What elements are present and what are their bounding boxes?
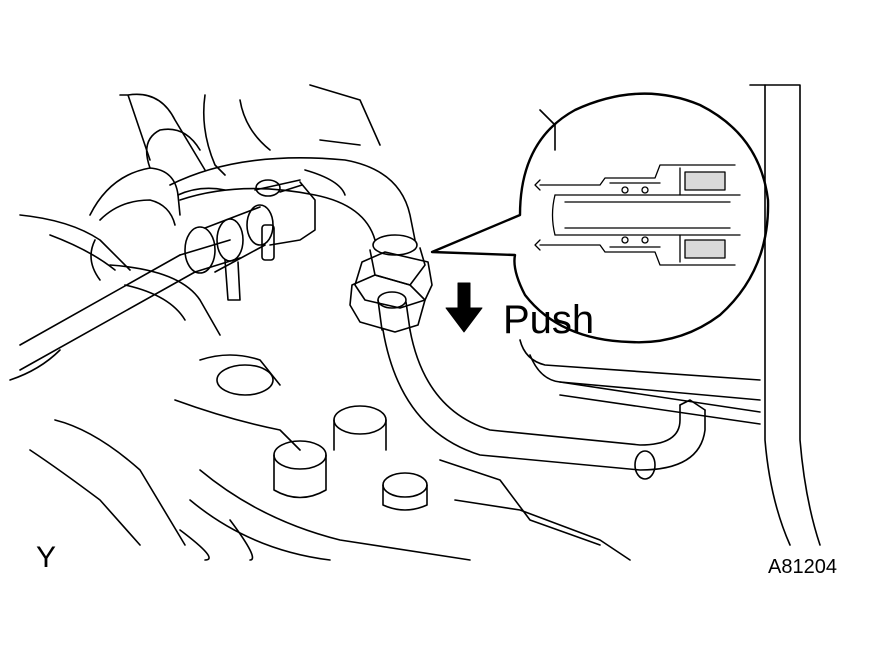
lower-fuel-pipe [383, 330, 705, 479]
push-label: Push [503, 298, 595, 342]
left-fuel-pipe [20, 240, 240, 370]
background-structure [10, 85, 820, 545]
left-quick-connector [185, 180, 315, 300]
push-arrow-icon [446, 283, 482, 332]
connector-cutaway-detail [535, 165, 740, 265]
detail-callout [432, 94, 768, 343]
hand [90, 129, 225, 280]
figure-id-label: A81204 [768, 556, 837, 578]
engine-block [110, 265, 630, 560]
view-letter-label: Y [36, 541, 57, 574]
main-hose [170, 158, 415, 240]
right-quick-connector [350, 235, 432, 332]
